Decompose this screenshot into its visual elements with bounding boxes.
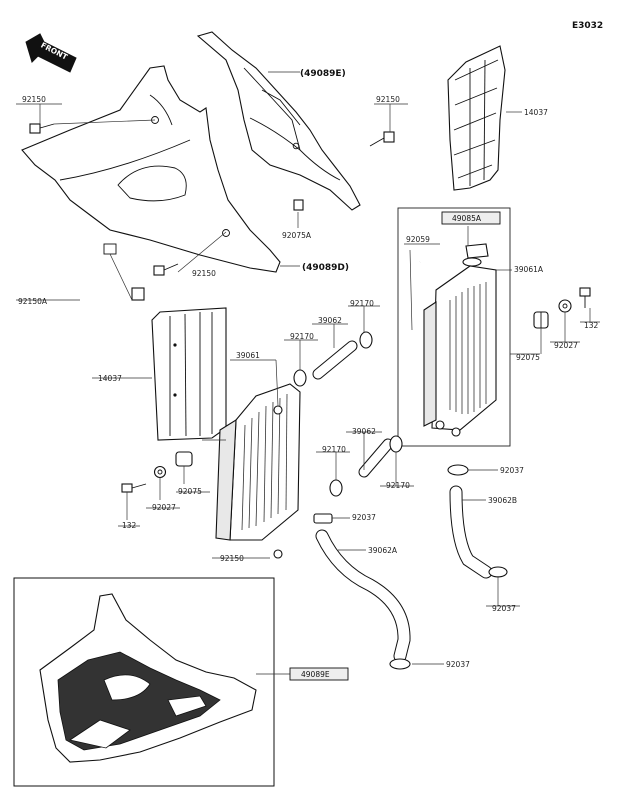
callout-132-b: 132 <box>122 521 137 530</box>
callout-92059: 92059 <box>406 235 430 244</box>
callout-39062a: 39062A <box>368 546 398 555</box>
callout-92075-a: 92075 <box>516 353 540 362</box>
callout-92027-b: 92027 <box>152 503 176 512</box>
callout-92150-c: 92150 <box>192 269 216 278</box>
callout-92150-a: 92150 <box>22 95 46 104</box>
callout-49085a: 49085A <box>452 214 482 223</box>
hose-39062-upper <box>312 340 358 380</box>
hose-39062-lower <box>358 438 394 478</box>
callout-49089e: (49089E) <box>300 69 346 79</box>
callout-92150-b: 92150 <box>376 95 400 104</box>
callout-labels: 92150 (49089E) 92150 14037 92075A 92150 … <box>18 69 599 681</box>
radiator-left-core-fins <box>241 393 288 531</box>
callout-92027-a: 92027 <box>554 341 578 350</box>
callout-39062-b: 39062 <box>352 427 376 436</box>
callout-39061a: 39061A <box>514 265 544 274</box>
callout-49089d: (49089D) <box>302 263 349 273</box>
radiator-right-core-fins <box>449 282 487 414</box>
bolts-upper <box>29 123 395 301</box>
callout-39062b: 39062B <box>488 496 517 505</box>
callout-92170-a: 92170 <box>350 299 374 308</box>
callout-49089e-box: 49089E <box>301 670 330 679</box>
radiator-grille-right <box>447 45 506 191</box>
callout-92037-a: 92037 <box>500 466 524 475</box>
bolt-132-left <box>121 451 193 493</box>
callout-92037-c: 92037 <box>492 604 516 613</box>
callout-92170-d: 92170 <box>386 481 410 490</box>
callout-39062-a: 39062 <box>318 316 342 325</box>
callout-92037-d: 92037 <box>446 660 470 669</box>
callout-14037-b: 14037 <box>98 374 122 383</box>
radiator-left-assembly <box>215 383 301 559</box>
callout-132-a: 132 <box>584 321 599 330</box>
hose-39062b <box>449 485 493 579</box>
hose-clamps <box>293 331 508 670</box>
radiator-shroud-right <box>196 31 361 211</box>
bolt-132-right <box>533 287 591 329</box>
diagram-code: E3032 <box>572 21 603 31</box>
radiator-shroud-left <box>21 65 281 273</box>
callout-92075a: 92075A <box>282 231 312 240</box>
inset-shroud-detail <box>13 577 275 787</box>
callout-92170-b: 92170 <box>290 332 314 341</box>
hose-39062a <box>315 529 411 663</box>
radiator-right-assembly <box>397 207 511 447</box>
callout-92037-b: 92037 <box>352 513 376 522</box>
callout-92150a: 92150A <box>18 297 48 306</box>
radiator-grille-left <box>151 307 227 441</box>
callout-39061: 39061 <box>236 351 260 360</box>
leader-lines <box>16 71 600 675</box>
front-arrow-icon: FRONT <box>25 33 77 73</box>
callout-92170-c: 92170 <box>322 445 346 454</box>
callout-92075-b: 92075 <box>178 487 202 496</box>
callout-92150-d: 92150 <box>220 554 244 563</box>
callout-14037-a: 14037 <box>524 108 548 117</box>
